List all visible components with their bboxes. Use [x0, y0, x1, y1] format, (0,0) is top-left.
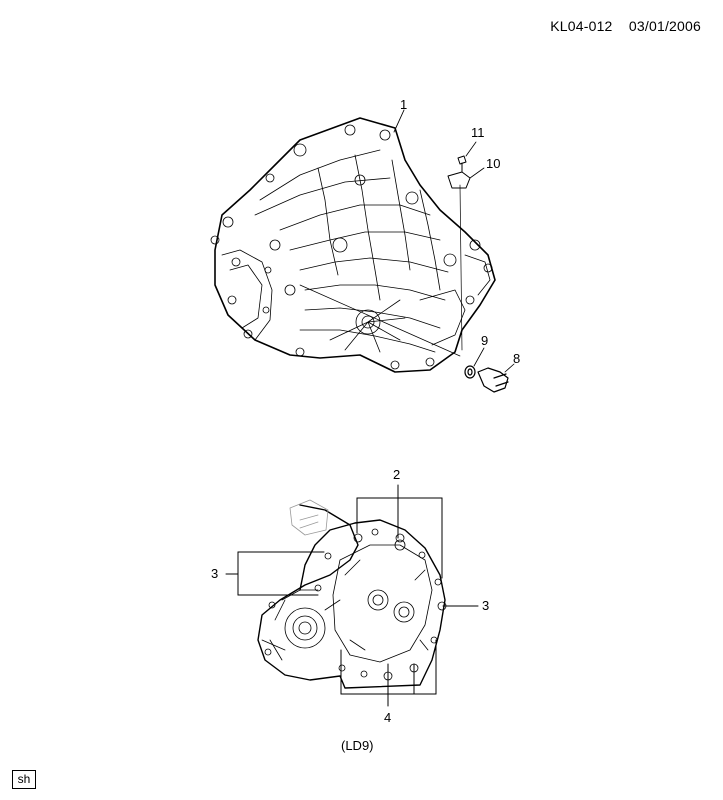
- part-10-cap: [447, 167, 485, 189]
- callout-11: 11: [471, 125, 485, 140]
- diagram-header: KL04-012 03/01/2006: [550, 18, 701, 34]
- callout-9: 9: [481, 333, 489, 348]
- part-9-washer: [464, 347, 485, 379]
- view-caption: (LD9): [341, 738, 374, 753]
- part-11-screw: [457, 141, 477, 173]
- housing-detail: [210, 124, 493, 370]
- callout-2: 2: [393, 467, 401, 482]
- callout-10: 10: [486, 156, 501, 171]
- transaxle-housing: [214, 117, 496, 373]
- callout-8: 8: [513, 351, 521, 366]
- diagram-code: KL04-012: [550, 18, 613, 34]
- diagram-date: 03/01/2006: [628, 18, 701, 34]
- callout-4-bracket: [340, 639, 437, 707]
- callout-4: 4: [384, 710, 392, 725]
- corner-tag: sh: [12, 770, 36, 789]
- part-8-plug: [477, 363, 515, 393]
- ld9-housing-detail: [261, 499, 447, 681]
- callout-3-left: 3: [211, 566, 219, 581]
- callout-3-right: 3: [482, 598, 490, 613]
- callout-1: 1: [400, 97, 408, 112]
- callout-3-left-bracket: [225, 551, 325, 596]
- callout-2-bracket: [356, 484, 443, 579]
- ld9-housing-outline: [257, 504, 446, 689]
